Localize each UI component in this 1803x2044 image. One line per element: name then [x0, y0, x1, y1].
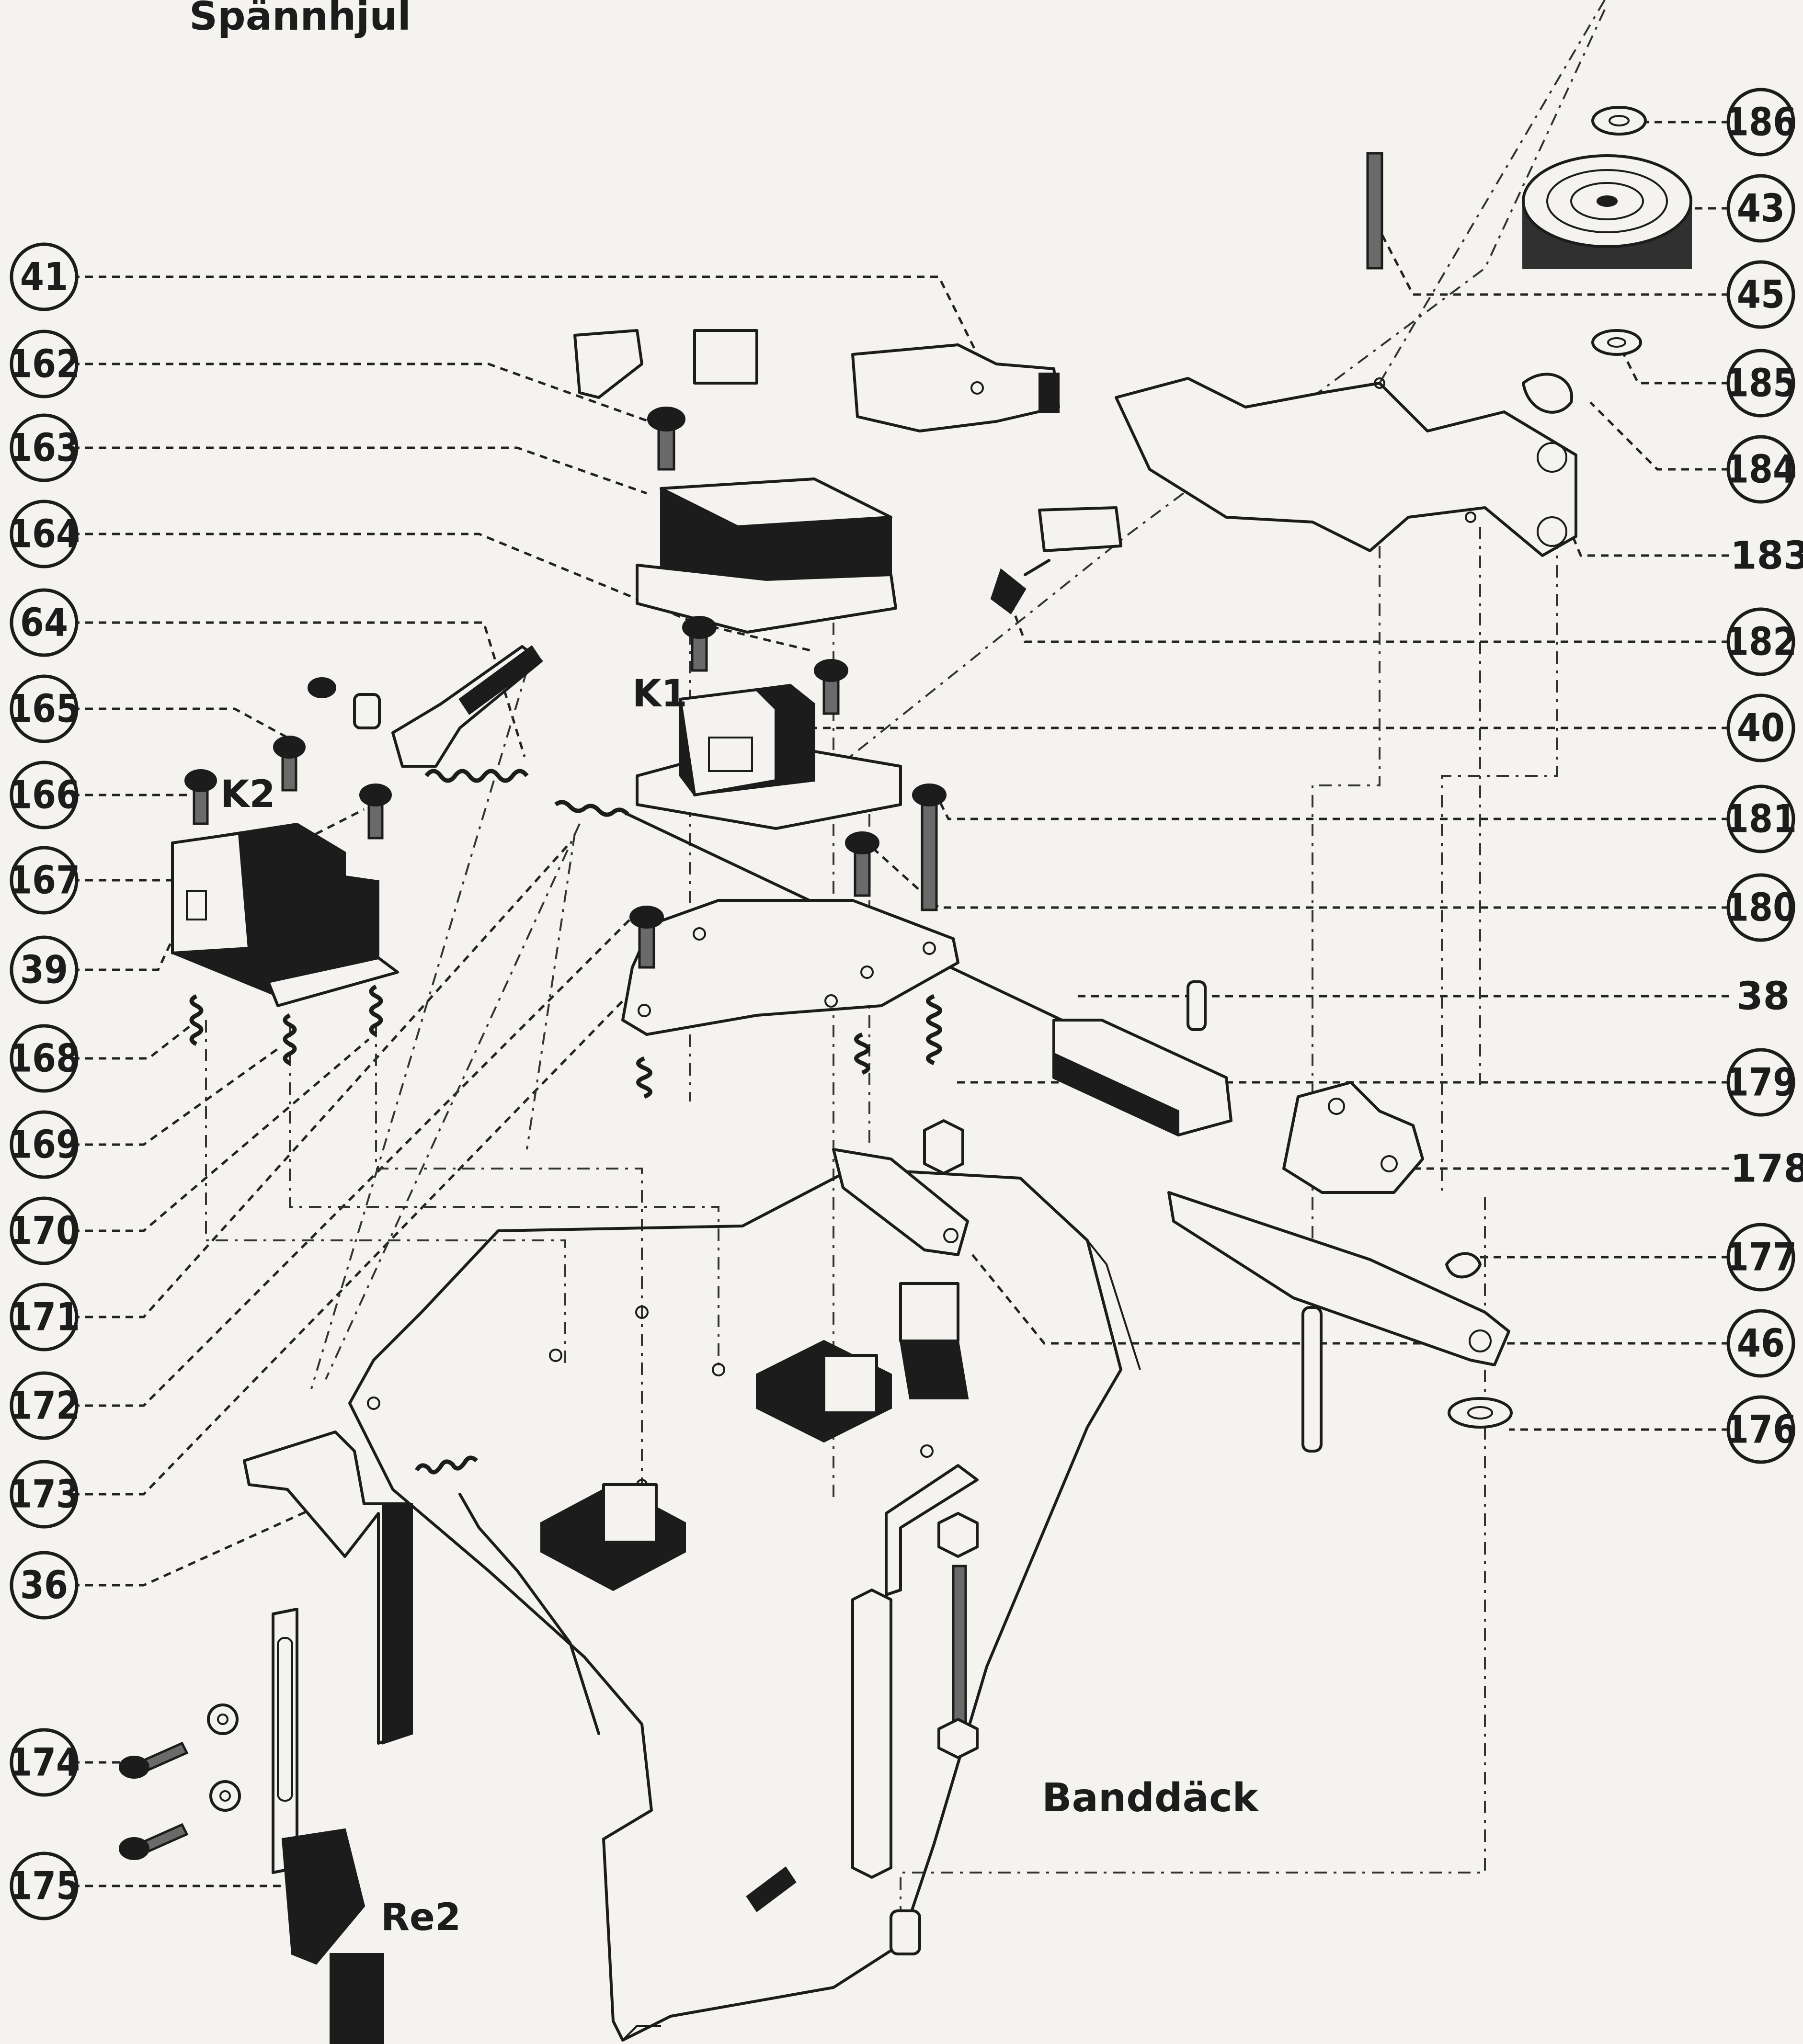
base-plate-assembly: [621, 899, 1232, 1256]
callout-176: 176: [1725, 1395, 1797, 1464]
callout-180: 180: [1725, 873, 1797, 942]
svg-text:171: 171: [8, 1295, 80, 1340]
callout-177: 177: [1725, 1223, 1797, 1292]
svg-text:170: 170: [8, 1209, 80, 1253]
right-lever-assembly: [1167, 1081, 1513, 1453]
callout-165: 165: [8, 674, 80, 743]
svg-text:168: 168: [8, 1036, 80, 1081]
callout-169: 169: [8, 1110, 80, 1179]
callout-172: 172: [8, 1371, 80, 1440]
title-tape-deck: Banddäck: [1042, 1775, 1260, 1821]
callout-171: 171: [8, 1283, 80, 1351]
svg-text:163: 163: [8, 426, 80, 470]
svg-text:174: 174: [8, 1740, 80, 1785]
callout-38: 38: [1736, 974, 1790, 1019]
svg-text:166: 166: [8, 773, 80, 818]
tape-deck-chassis: [348, 1167, 1141, 2042]
svg-text:64: 64: [20, 601, 68, 645]
callout-185: 185: [1725, 349, 1797, 418]
title-tensioner-wheel: Spännhjul: [189, 0, 411, 39]
svg-text:175: 175: [8, 1864, 80, 1908]
callout-43: 43: [1726, 174, 1795, 243]
label-k2: K2: [220, 773, 275, 816]
tensioner-wheel-assembly: [990, 106, 1692, 614]
callout-164: 164: [8, 500, 80, 568]
svg-text:183: 183: [1730, 534, 1803, 578]
left-leader-lines: [72, 275, 988, 1887]
callout-166: 166: [8, 761, 80, 829]
callout-175: 175: [8, 1851, 80, 1920]
callout-41: 41: [10, 242, 79, 311]
svg-text:36: 36: [20, 1563, 68, 1608]
callout-186: 186: [1725, 88, 1797, 157]
svg-text:173: 173: [8, 1472, 80, 1517]
svg-text:162: 162: [8, 342, 80, 386]
callout-46: 46: [1726, 1309, 1795, 1378]
callout-184: 184: [1725, 435, 1797, 504]
left-callouts: 41 162 163 164 64 165 166 167 39 168 169…: [8, 242, 80, 1920]
svg-text:165: 165: [8, 687, 80, 731]
callout-179: 179: [1725, 1048, 1797, 1117]
bottom-hardware: [851, 1512, 979, 1955]
callout-178: 178: [1730, 1147, 1803, 1191]
callout-45: 45: [1726, 260, 1795, 329]
svg-text:167: 167: [8, 858, 80, 903]
svg-text:41: 41: [20, 255, 68, 299]
callout-168: 168: [8, 1024, 80, 1093]
callout-163: 163: [8, 413, 80, 482]
svg-text:45: 45: [1737, 273, 1785, 317]
svg-text:172: 172: [8, 1384, 80, 1428]
callout-174: 174: [8, 1728, 80, 1797]
callout-170: 170: [8, 1196, 80, 1265]
svg-text:179: 179: [1725, 1060, 1797, 1105]
svg-text:39: 39: [20, 948, 68, 992]
svg-text:186: 186: [1725, 100, 1797, 145]
svg-text:40: 40: [1737, 706, 1785, 750]
callout-162: 162: [8, 329, 80, 398]
right-callouts: 186 43 45 185 184 183 182 40 181 180 38 …: [1725, 88, 1803, 1464]
svg-text:164: 164: [8, 512, 80, 556]
svg-text:177: 177: [1725, 1235, 1797, 1280]
svg-text:43: 43: [1737, 186, 1785, 231]
callout-39: 39: [10, 935, 79, 1004]
callout-167: 167: [8, 846, 80, 915]
svg-text:185: 185: [1725, 361, 1797, 406]
svg-text:178: 178: [1730, 1147, 1803, 1191]
callout-183: 183: [1730, 534, 1803, 578]
svg-text:182: 182: [1725, 620, 1797, 664]
svg-text:184: 184: [1725, 447, 1797, 492]
callout-36: 36: [10, 1551, 79, 1620]
svg-text:176: 176: [1725, 1408, 1797, 1452]
microswitch-re2-assembly: [119, 1431, 600, 2044]
callout-173: 173: [8, 1460, 80, 1529]
callout-64: 64: [10, 588, 79, 657]
svg-text:180: 180: [1725, 886, 1797, 930]
label-re2: Re2: [381, 1896, 461, 1939]
callout-181: 181: [1725, 784, 1797, 853]
svg-text:46: 46: [1737, 1321, 1785, 1366]
svg-text:169: 169: [8, 1123, 80, 1167]
callout-40: 40: [1726, 693, 1795, 762]
relay-k1-assembly: [573, 329, 1060, 911]
svg-text:181: 181: [1725, 797, 1797, 841]
svg-text:38: 38: [1736, 974, 1790, 1019]
label-k1: K1: [632, 672, 687, 715]
callout-182: 182: [1725, 607, 1797, 676]
